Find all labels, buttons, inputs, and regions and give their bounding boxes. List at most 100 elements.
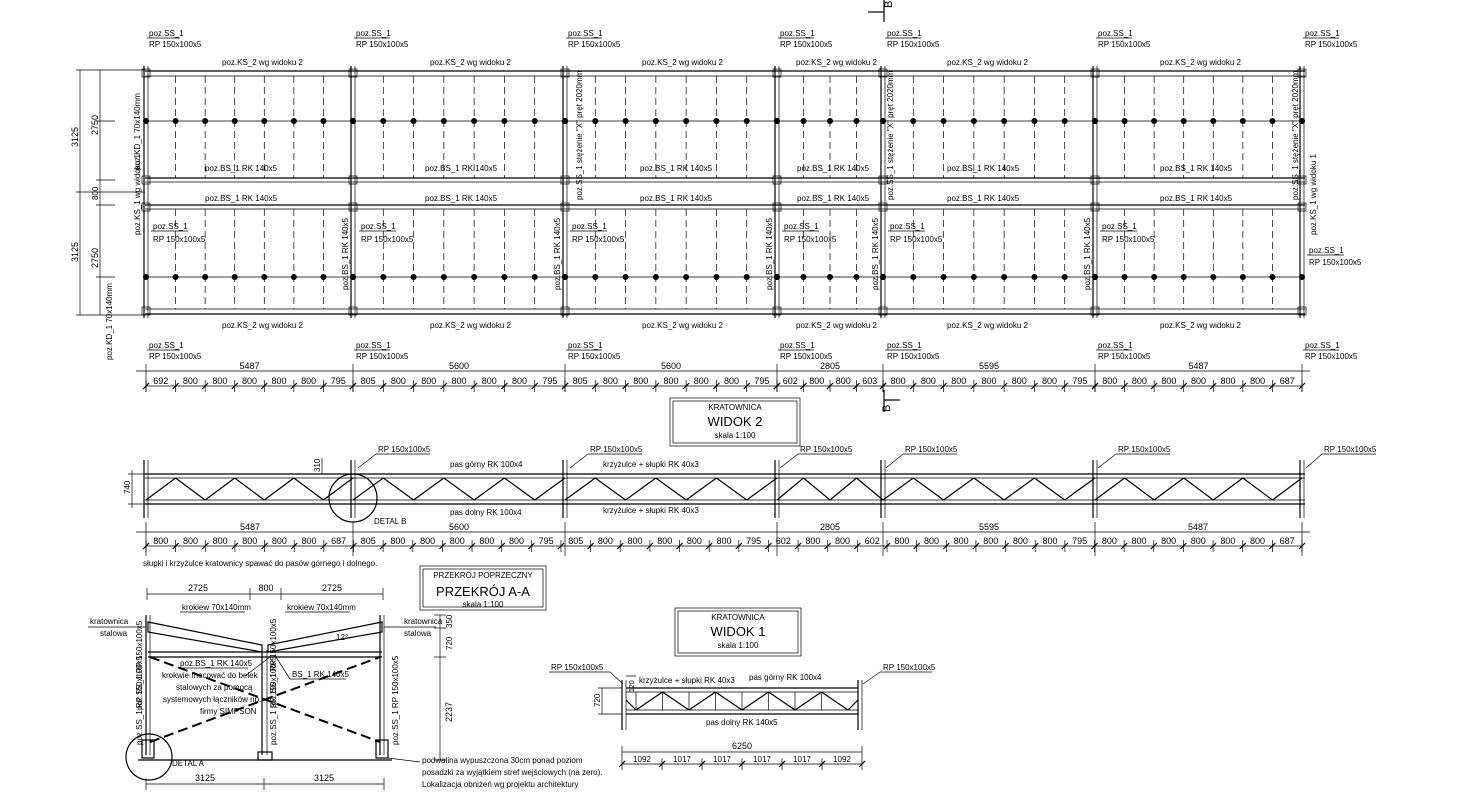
truss-diagonal	[145, 477, 176, 501]
truss-diagonal	[204, 477, 236, 501]
ss-profile: RP 150x100x5	[784, 235, 837, 244]
ss-tag: poz.SS_1	[361, 222, 396, 231]
sub-dim: 800	[954, 536, 969, 546]
sub-dim: 800	[1102, 536, 1117, 546]
sub-dim: 795	[1072, 536, 1087, 546]
ss-tag: poz.SS_1	[1098, 341, 1133, 350]
dim-slash	[622, 382, 629, 390]
plan-left-dims: 3125 2750 800 3125 2750	[70, 69, 145, 316]
purlin-dot	[774, 274, 780, 280]
ss-tag: poz.SS_1	[784, 222, 819, 231]
truss-diagonal	[1242, 477, 1273, 501]
section-title: PRZEKRÓJ A-A	[436, 584, 530, 599]
sub-dim: 795	[754, 376, 769, 386]
rp-left: RP 150x100x5	[551, 663, 604, 672]
bs-label: poz.BS_1 RK 140x5	[947, 164, 1020, 173]
bs-label: poz.BS_1 RK 140x5	[640, 164, 713, 173]
kd-label: poz.KD_1 70x140mm	[105, 283, 114, 360]
dim-slash	[818, 760, 826, 768]
purlin-dot	[350, 118, 356, 124]
purlin-dot	[501, 274, 508, 280]
dim-slash	[794, 542, 802, 550]
ks-label: poz.KS_2 wg widoku 2	[642, 321, 723, 330]
dim-310: 310	[313, 458, 322, 472]
sub-dim: 795	[542, 376, 557, 386]
truss-diagonal	[234, 477, 265, 501]
purlin-dot	[970, 274, 977, 280]
truss-diagonal	[685, 477, 717, 501]
sub-dim: 800	[1250, 376, 1265, 386]
column-node	[560, 306, 570, 316]
truss-diagonal	[1003, 477, 1035, 501]
truss-left-label-2: stalowa	[100, 629, 128, 638]
truss-diagonal	[794, 691, 822, 711]
sub-dim: 800	[212, 376, 227, 386]
purlin-dot	[652, 274, 659, 280]
dim-slash	[909, 382, 917, 390]
plan-columns	[141, 66, 1307, 318]
widok1-top-chord: pas górny RK 100x4	[749, 673, 822, 682]
dim-slash	[713, 382, 720, 390]
section-title-small: PRZEKRÓJ POPRZECZNY	[433, 571, 533, 580]
column-node	[772, 68, 782, 78]
column-node	[141, 175, 151, 185]
dim-slash	[1091, 382, 1099, 390]
purlin-dot	[380, 274, 387, 280]
purlin-dot	[231, 274, 238, 280]
dim-slash	[1239, 542, 1247, 550]
sub-dim: 795	[539, 536, 554, 546]
detail-b-label: DETAL B	[374, 517, 406, 526]
dim-slash	[858, 760, 866, 768]
dim-slash	[557, 542, 565, 550]
ss-tag: poz.SS_1	[890, 222, 925, 231]
height-740: 740	[123, 480, 132, 494]
dim-slash	[1209, 382, 1217, 390]
purlin-dot	[1092, 274, 1098, 280]
col-top-mid-label: poz.SS_1 RP 150x100x5	[269, 618, 278, 708]
dim-slash	[440, 382, 448, 390]
purlin-dot	[231, 118, 238, 124]
plan-dots	[143, 118, 1305, 280]
section-aa: PRZEKRÓJ POPRZECZNY PRZEKRÓJ A-A skala 1…	[88, 565, 603, 790]
truss-diagonal	[803, 477, 831, 501]
dim-slash	[743, 382, 751, 390]
dim-slash	[970, 382, 978, 390]
h720: 720	[445, 636, 454, 650]
purlin-dot	[531, 118, 538, 124]
purlin-dot	[202, 118, 209, 124]
purlin-dot	[622, 118, 629, 124]
dim-slash	[531, 382, 539, 390]
rp-label: RP 150x100x5	[905, 445, 958, 454]
note-line: firmy SIMPSON	[200, 707, 257, 716]
truss-diagonal	[323, 477, 354, 501]
rp-label: RP 150x100x5	[378, 445, 431, 454]
purlin-dot	[910, 274, 917, 280]
widok1-small: 120	[629, 680, 636, 692]
plan-bottom-labels: poz.SS_1 RP 150x100x5 poz.SS_1 RP 150x10…	[147, 341, 1358, 361]
dim-slash	[658, 760, 666, 768]
overall-dim: 2805	[820, 522, 840, 532]
purlin-dot	[1151, 274, 1158, 280]
section-b-marker: B B	[868, 0, 900, 412]
purlin-dot	[1239, 274, 1246, 280]
dim-slash	[773, 382, 781, 390]
widok2-scale: skala 1:100	[715, 431, 756, 440]
dim-slash	[142, 542, 150, 550]
dim-slash	[1150, 542, 1158, 550]
dim-slash	[172, 382, 179, 390]
purlin-dot	[1031, 274, 1038, 280]
overall-dim: 2805	[820, 361, 840, 371]
widok2-title: WIDOK 2	[708, 414, 763, 429]
truss-diagonal	[776, 477, 804, 501]
ss-profile: RP 150x100x5	[1098, 40, 1151, 49]
dim-slash	[1061, 542, 1069, 550]
column-node	[772, 202, 782, 212]
top-chord-label: pas górny RK 100x4	[450, 460, 523, 469]
rafter-label: krokiew 70x140mm	[182, 603, 251, 612]
dim-slash	[778, 760, 786, 768]
sub-dim: 800	[301, 376, 316, 386]
purlin-dot	[440, 274, 447, 280]
column-node	[141, 68, 151, 78]
sub-dim: 800	[598, 536, 613, 546]
